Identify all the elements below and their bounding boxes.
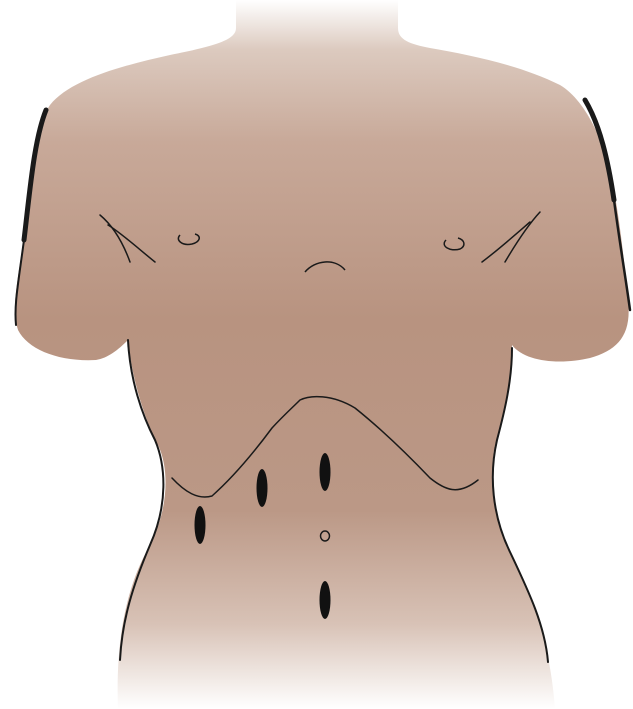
incision-midline-upper [320, 453, 331, 491]
incision-left-lateral [195, 506, 206, 544]
incision-midline-lower [320, 581, 331, 619]
incision-left-upper [257, 469, 268, 507]
